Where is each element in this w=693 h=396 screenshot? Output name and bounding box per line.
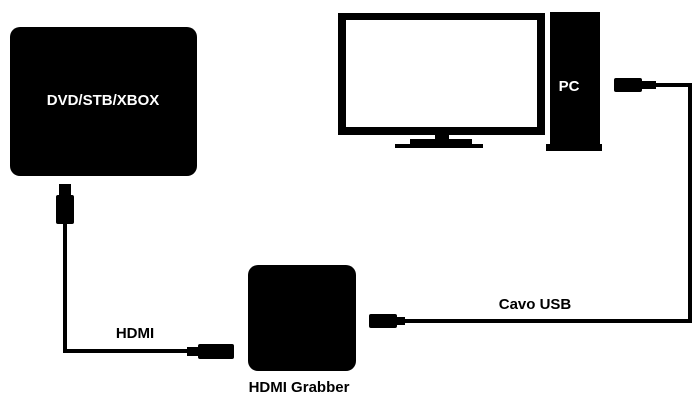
source-device-box — [10, 27, 197, 176]
usb-plug-grabber — [369, 314, 397, 328]
hdmi-plug-grabber — [198, 344, 234, 359]
monitor — [338, 13, 545, 148]
pc-tower-base — [546, 144, 602, 151]
hdmi-plug-source — [56, 195, 74, 224]
pc-tower-body — [550, 12, 600, 144]
hdmi-grabber: HDMI Grabber — [248, 265, 356, 396]
pc-tower: PC — [546, 12, 602, 151]
monitor-stand — [410, 139, 472, 144]
hdmi-plug-source-neck — [59, 184, 71, 196]
hdmi-plug-grabber-neck — [187, 347, 199, 356]
pc-label: PC — [559, 78, 580, 95]
source-device: DVD/STB/XBOX — [10, 27, 197, 176]
hdmi-grabber-box — [248, 265, 356, 371]
usb-cable: Cavo USB — [369, 78, 692, 328]
monitor-neck — [435, 135, 449, 140]
usb-plug-grabber-neck — [396, 317, 405, 325]
hdmi-grabber-label: HDMI Grabber — [249, 379, 350, 396]
usb-cable-label: Cavo USB — [499, 296, 572, 313]
source-device-label: DVD/STB/XBOX — [47, 92, 160, 109]
usb-plug-pc-neck — [642, 81, 656, 89]
usb-plug-pc — [614, 78, 642, 92]
hdmi-cable-line — [63, 224, 195, 353]
hdmi-cable-label: HDMI — [116, 325, 154, 342]
usb-cable-line — [402, 83, 692, 323]
monitor-base — [395, 144, 483, 148]
hdmi-cable: HDMI — [56, 184, 234, 359]
monitor-screen — [346, 20, 537, 127]
